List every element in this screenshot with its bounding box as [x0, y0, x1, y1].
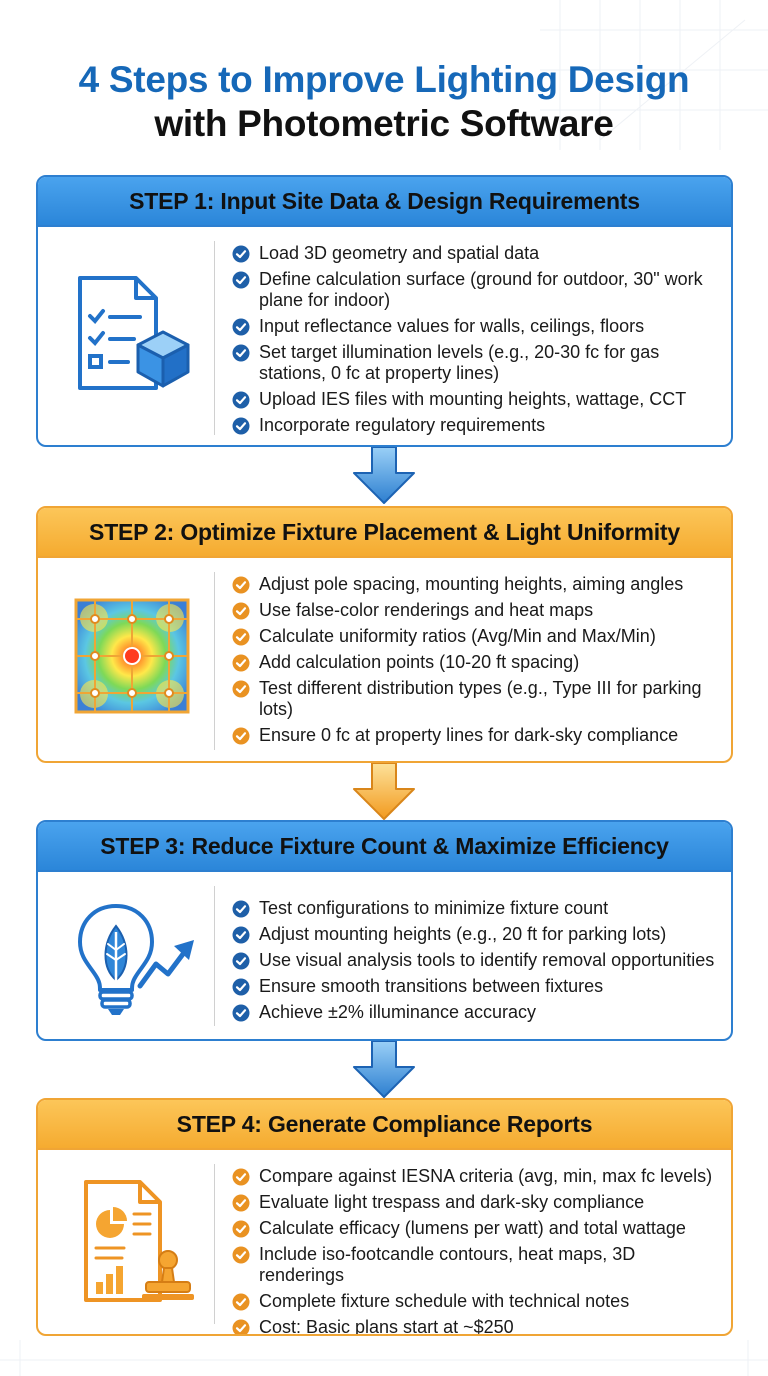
check-icon [232, 1319, 250, 1336]
list-item: Use visual analysis tools to identify re… [232, 950, 721, 971]
step-2-list: Adjust pole spacing, mounting heights, a… [232, 574, 721, 751]
down-arrow-icon [353, 447, 415, 504]
step-1-list: Load 3D geometry and spatial data Define… [232, 243, 721, 441]
title-line-1: 4 Steps to Improve Lighting Design [78, 59, 690, 100]
list-item: Ensure 0 fc at property lines for dark-s… [232, 725, 721, 746]
page-title: 4 Steps to Improve Lighting Design with … [0, 58, 768, 146]
check-icon [232, 1246, 250, 1264]
step-1-divider [214, 241, 215, 435]
list-item: Use false-color renderings and heat maps [232, 600, 721, 621]
report-stamp-icon [82, 1178, 198, 1311]
check-icon [232, 952, 250, 970]
check-icon [232, 271, 250, 289]
lightbulb-leaf-growth-icon [76, 902, 202, 1023]
list-item: Compare against IESNA criteria (avg, min… [232, 1166, 721, 1187]
check-icon [232, 245, 250, 263]
down-arrow-icon [353, 1041, 415, 1098]
step-3-divider [214, 886, 215, 1026]
list-item: Upload IES files with mounting heights, … [232, 389, 721, 410]
check-icon [232, 1220, 250, 1238]
step-3-list: Test configurations to minimize fixture … [232, 898, 721, 1028]
list-item: Include iso-footcandle contours, heat ma… [232, 1244, 721, 1286]
list-item: Cost: Basic plans start at ~$250 [232, 1317, 721, 1336]
list-item: Incorporate regulatory requirements [232, 415, 721, 436]
list-item: Ensure smooth transitions between fixtur… [232, 976, 721, 997]
list-item: Load 3D geometry and spatial data [232, 243, 721, 264]
list-item: Achieve ±2% illuminance accuracy [232, 1002, 721, 1023]
list-item: Test configurations to minimize fixture … [232, 898, 721, 919]
list-item: Complete fixture schedule with technical… [232, 1291, 721, 1312]
check-icon [232, 602, 250, 620]
check-icon [232, 318, 250, 336]
step-2-card: STEP 2: Optimize Fixture Placement & Lig… [36, 506, 733, 763]
step-4-divider [214, 1164, 215, 1324]
check-icon [232, 1194, 250, 1212]
step-4-header: STEP 4: Generate Compliance Reports [38, 1100, 731, 1150]
check-icon [232, 1168, 250, 1186]
check-icon [232, 654, 250, 672]
down-arrow-icon [353, 763, 415, 820]
check-icon [232, 727, 250, 745]
check-icon [232, 417, 250, 435]
step-3-header: STEP 3: Reduce Fixture Count & Maximize … [38, 822, 731, 872]
document-checklist-cube-icon [66, 272, 192, 401]
check-icon [232, 926, 250, 944]
check-icon [232, 391, 250, 409]
check-icon [232, 680, 250, 698]
check-icon [232, 978, 250, 996]
list-item: Input reflectance values for walls, ceil… [232, 316, 721, 337]
step-2-divider [214, 572, 215, 750]
check-icon [232, 576, 250, 594]
list-item: Adjust pole spacing, mounting heights, a… [232, 574, 721, 595]
list-item: Add calculation points (10-20 ft spacing… [232, 652, 721, 673]
step-3-card: STEP 3: Reduce Fixture Count & Maximize … [36, 820, 733, 1041]
check-icon [232, 344, 250, 362]
step-4-list: Compare against IESNA criteria (avg, min… [232, 1166, 721, 1336]
heat-map-grid-icon [74, 598, 190, 719]
title-line-2: with Photometric Software [154, 103, 614, 144]
step-1-card: STEP 1: Input Site Data & Design Require… [36, 175, 733, 447]
step-2-header: STEP 2: Optimize Fixture Placement & Lig… [38, 508, 731, 558]
list-item: Calculate uniformity ratios (Avg/Min and… [232, 626, 721, 647]
list-item: Define calculation surface (ground for o… [232, 269, 721, 311]
list-item: Evaluate light trespass and dark-sky com… [232, 1192, 721, 1213]
check-icon [232, 628, 250, 646]
list-item: Adjust mounting heights (e.g., 20 ft for… [232, 924, 721, 945]
check-icon [232, 1004, 250, 1022]
step-4-card: STEP 4: Generate Compliance Reports [36, 1098, 733, 1336]
list-item: Test different distribution types (e.g.,… [232, 678, 721, 720]
check-icon [232, 900, 250, 918]
list-item: Calculate efficacy (lumens per watt) and… [232, 1218, 721, 1239]
check-icon [232, 1293, 250, 1311]
step-1-header: STEP 1: Input Site Data & Design Require… [38, 177, 731, 227]
list-item: Set target illumination levels (e.g., 20… [232, 342, 721, 384]
